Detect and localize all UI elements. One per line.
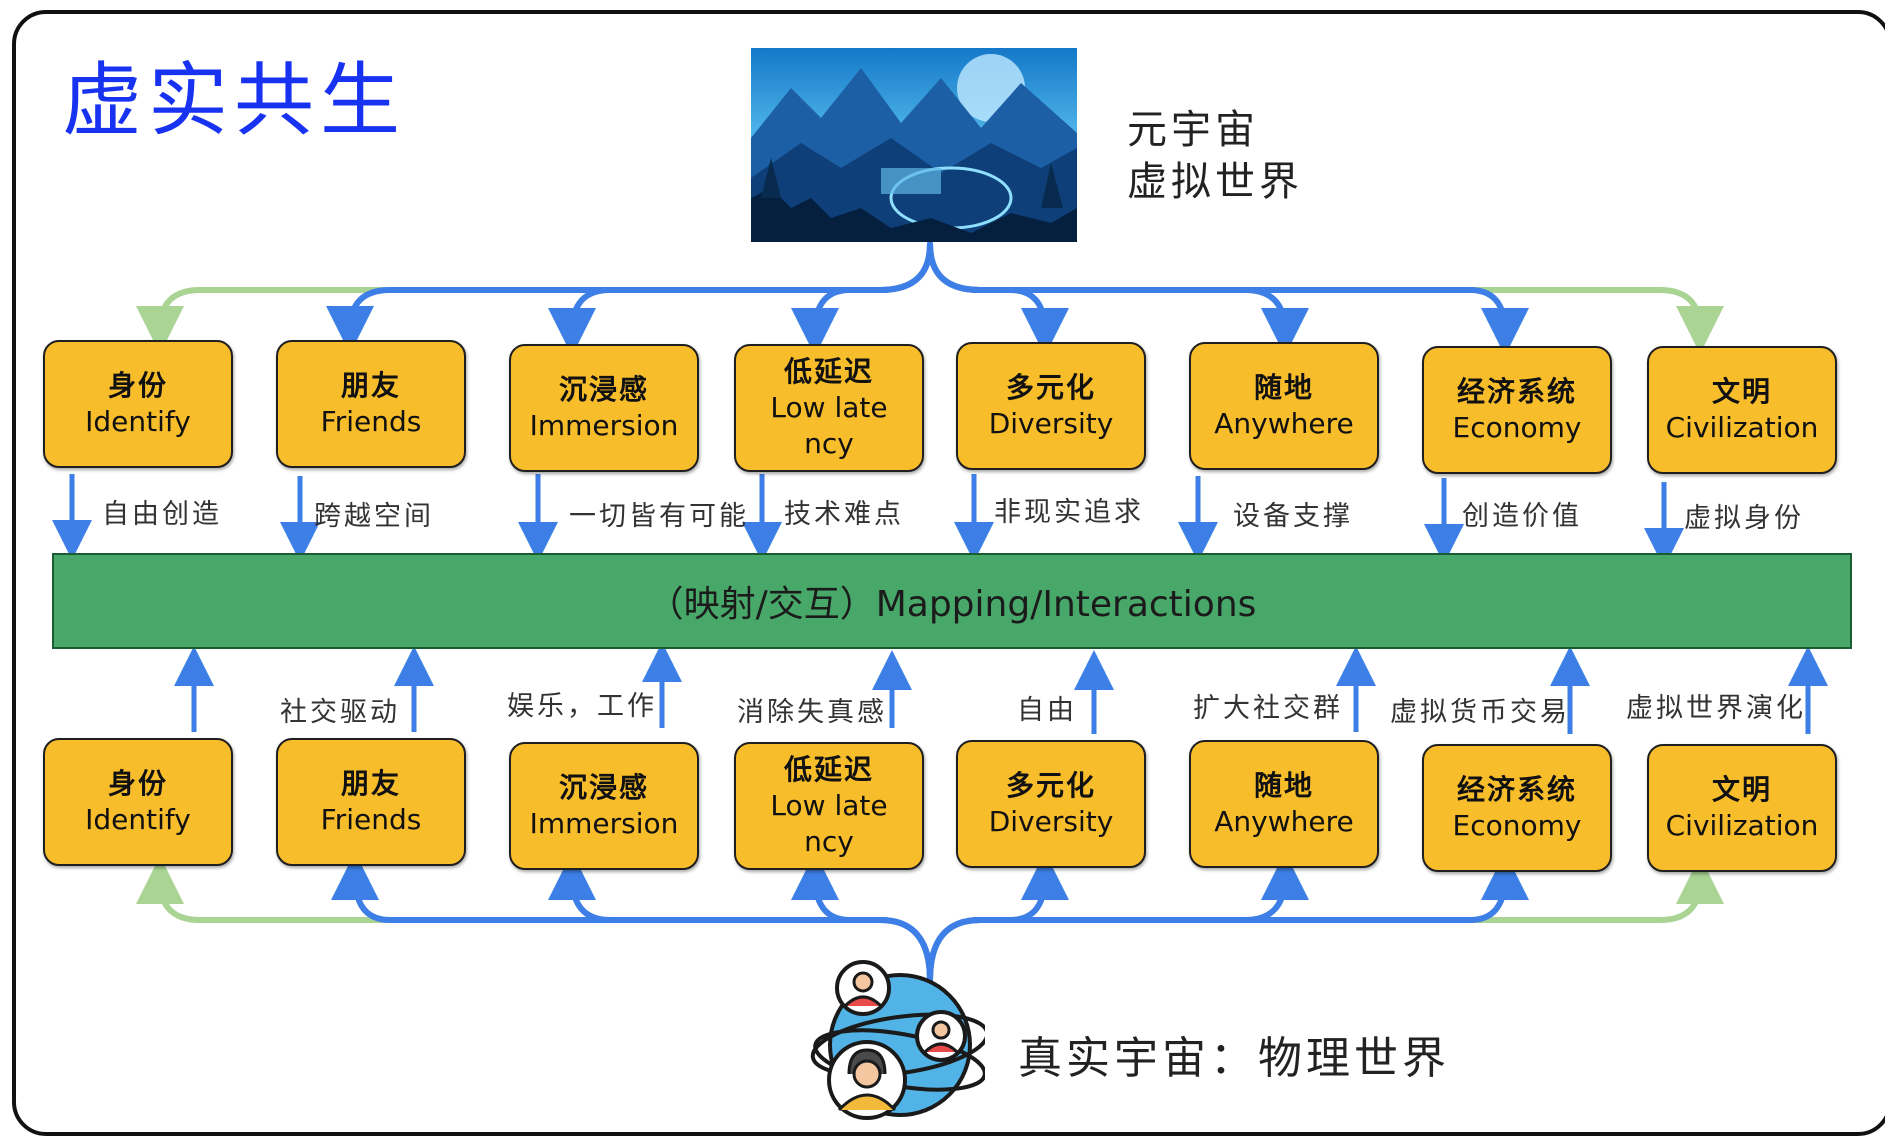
virtual-world-line1: 元宇宙 xyxy=(1127,107,1259,153)
node-cn: 随地 xyxy=(1253,371,1314,404)
node-en: Civilization xyxy=(1665,809,1819,842)
node-en: Civilization xyxy=(1665,411,1819,444)
node-cn: 沉浸感 xyxy=(558,771,649,804)
node-cn: 文明 xyxy=(1711,773,1772,806)
top-node-immersion: 沉浸感 Immersion xyxy=(509,344,699,472)
node-en: Immersion xyxy=(529,807,679,840)
physical-world-label: 真实宇宙：物理世界 xyxy=(1018,1033,1450,1084)
node-cn: 沉浸感 xyxy=(558,373,649,406)
bottom-node-identify: 身份 Identify xyxy=(43,738,233,866)
top-node-anywhere: 随地 Anywhere xyxy=(1189,342,1379,470)
mapping-interactions-bar: （映射/交互）Mapping/Interactions xyxy=(52,553,1852,649)
diagram-title: 虚实共生 xyxy=(62,54,406,147)
node-en: Economy xyxy=(1452,809,1582,842)
node-en: Identify xyxy=(85,803,191,836)
fan-top-blue-3 xyxy=(791,241,933,356)
edge-label-top-1: 自由创造 xyxy=(102,499,222,530)
virtual-world-label: 元宇宙 虚拟世界 xyxy=(1127,104,1303,208)
edge-label-top-7: 创造价值 xyxy=(1462,501,1582,532)
edge-label-top-4: 技术难点 xyxy=(784,499,904,530)
edge-label-bottom-7: 虚拟货币交易 xyxy=(1390,697,1570,728)
bottom-node-civilization: 文明 Civilization xyxy=(1647,744,1837,872)
edge-label-top-8: 虚拟身份 xyxy=(1684,503,1804,534)
node-cn: 朋友 xyxy=(340,767,401,800)
node-en: Immersion xyxy=(529,409,679,442)
bottom-node-diversity: 多元化 Diversity xyxy=(956,740,1146,868)
node-cn: 身份 xyxy=(107,767,168,800)
node-en: Anywhere xyxy=(1214,805,1354,838)
node-en: Diversity xyxy=(988,407,1114,440)
node-en: Friends xyxy=(320,803,422,836)
bottom-node-low-latency: 低延迟 Low latency xyxy=(734,742,924,870)
node-en: Low latency xyxy=(770,391,888,460)
people-globe-icon xyxy=(805,950,990,1130)
node-en: Friends xyxy=(320,405,422,438)
fan-bottom-blue-3 xyxy=(791,852,933,983)
node-en: Identify xyxy=(85,405,191,438)
bottom-node-economy: 经济系统 Economy xyxy=(1422,744,1612,872)
edge-label-bottom-2: 社交驱动 xyxy=(280,697,400,728)
node-cn: 低延迟 xyxy=(783,753,874,786)
bottom-node-anywhere: 随地 Anywhere xyxy=(1189,740,1379,868)
top-node-civilization: 文明 Civilization xyxy=(1647,346,1837,474)
edge-label-top-6: 设备支撑 xyxy=(1233,501,1353,532)
edge-label-bottom-5: 自由 xyxy=(1017,695,1077,726)
fan-top-blue-6 xyxy=(927,241,1529,356)
node-en: Low latency xyxy=(770,789,888,858)
edge-label-top-3: 一切皆有可能 xyxy=(569,501,749,532)
top-node-identify: 身份 Identify xyxy=(43,340,233,468)
virtual-world-line2: 虚拟世界 xyxy=(1127,159,1303,205)
edge-label-bottom-6: 扩大社交群 xyxy=(1193,693,1343,724)
edge-label-bottom-4: 消除失真感 xyxy=(737,697,887,728)
node-cn: 朋友 xyxy=(340,369,401,402)
node-cn: 低延迟 xyxy=(783,355,874,388)
top-node-economy: 经济系统 Economy xyxy=(1422,346,1612,474)
edge-label-top-5: 非现实追求 xyxy=(994,497,1144,528)
top-node-friends: 朋友 Friends xyxy=(276,340,466,468)
node-en: Anywhere xyxy=(1214,407,1354,440)
node-cn: 经济系统 xyxy=(1456,773,1577,806)
node-cn: 文明 xyxy=(1711,375,1772,408)
bottom-node-friends: 朋友 Friends xyxy=(276,738,466,866)
top-node-diversity: 多元化 Diversity xyxy=(956,342,1146,470)
node-en: Diversity xyxy=(988,805,1114,838)
metaverse-landscape-image xyxy=(751,48,1077,242)
node-cn: 经济系统 xyxy=(1456,375,1577,408)
edge-label-bottom-8: 虚拟世界演化 xyxy=(1626,693,1806,724)
node-cn: 随地 xyxy=(1253,769,1314,802)
edge-label-top-2: 跨越空间 xyxy=(314,501,434,532)
bottom-node-immersion: 沉浸感 Immersion xyxy=(509,742,699,870)
node-cn: 多元化 xyxy=(1005,371,1096,404)
fan-bottom-blue-6 xyxy=(927,852,1529,983)
edge-label-bottom-3: 娱乐，工作 xyxy=(507,691,657,722)
top-node-low-latency: 低延迟 Low latency xyxy=(734,344,924,472)
node-cn: 多元化 xyxy=(1005,769,1096,802)
node-cn: 身份 xyxy=(107,369,168,402)
node-en: Economy xyxy=(1452,411,1582,444)
